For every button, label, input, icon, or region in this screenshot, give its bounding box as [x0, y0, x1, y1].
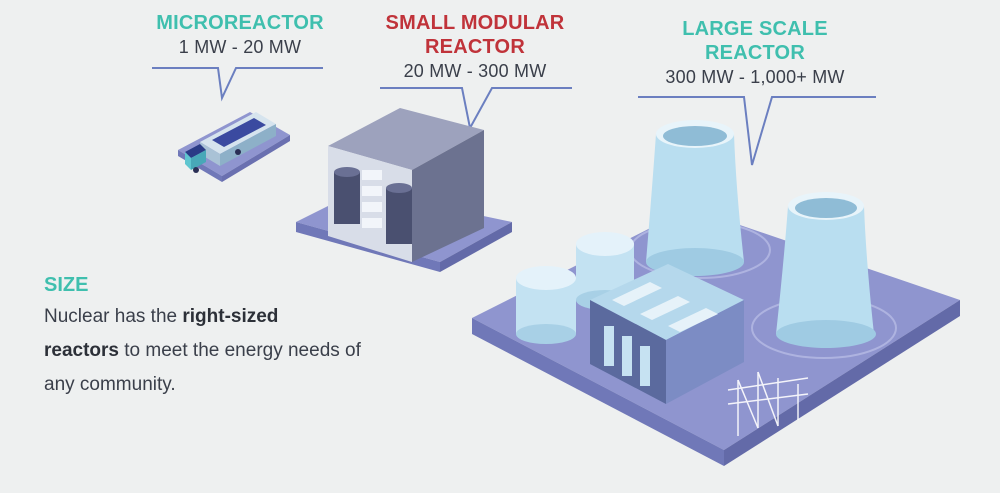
large-range: 300 MW - 1,000+ MW — [665, 67, 845, 87]
size-line-3: any community. — [44, 374, 176, 395]
size-line-1: Nuclear has the right-sized — [44, 300, 464, 334]
size-line1-pre: Nuclear has the — [44, 306, 183, 327]
microreactor-range: 1 MW - 20 MW — [178, 37, 302, 57]
size-description: SIZE Nuclear has the right-sized reactor… — [44, 272, 464, 402]
size-line2-bold: reactors — [44, 340, 119, 361]
size-line-2: reactors to meet the energy needs of — [44, 334, 464, 368]
size-heading: SIZE — [44, 274, 89, 296]
large-reactor-label: LARGE SCALE REACTOR 300 MW - 1,000+ MW — [630, 17, 880, 89]
smr-building — [296, 108, 512, 272]
large-title-line1: LARGE SCALE — [682, 18, 828, 40]
large-callout — [638, 96, 876, 166]
microreactor-callout — [152, 67, 323, 102]
smr-title-line2: REACTOR — [425, 36, 525, 58]
smr-title-line1: SMALL MODULAR — [385, 12, 565, 34]
smr-label: SMALL MODULAR REACTOR 20 MW - 300 MW — [360, 11, 590, 83]
size-body: Nuclear has the right-sized reactors to … — [44, 300, 464, 402]
size-line2-post: to meet the energy needs of — [119, 340, 361, 361]
microreactor-title: MICROREACTOR — [156, 12, 324, 34]
microreactor-label: MICROREACTOR 1 MW - 20 MW — [130, 11, 350, 59]
smr-range: 20 MW - 300 MW — [403, 61, 547, 81]
microreactor-truck — [178, 112, 290, 182]
large-reactor-plant — [472, 120, 960, 466]
size-line1-bold: right-sized — [182, 306, 279, 327]
large-title-line2: REACTOR — [705, 42, 805, 64]
